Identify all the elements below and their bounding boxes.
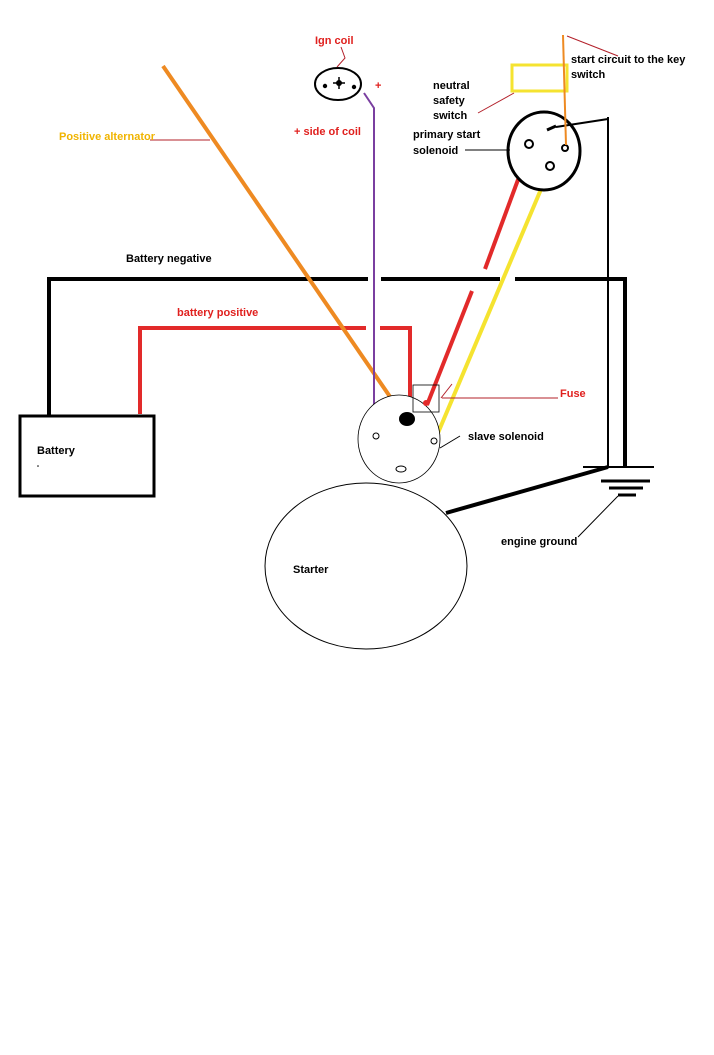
plus-side-of-coil-label: + side of coil (294, 126, 361, 138)
coil-terminal-left (322, 83, 328, 89)
engine-ground-wire (445, 117, 654, 515)
primary-terminal-left (524, 139, 534, 149)
primary-start-solenoid (506, 110, 582, 192)
coil-positive-wire (363, 92, 375, 436)
primary-to-slave-red-wire-lower (425, 290, 474, 406)
positive-alternator-wire (161, 64, 408, 422)
neutral-label-2: safety (433, 95, 466, 107)
neutral-switch-leader (477, 92, 515, 114)
fuse-dot (423, 400, 429, 406)
slave-solenoid-main-terminal (399, 412, 415, 426)
slave-solenoid (357, 394, 441, 484)
yellow-start-wire (433, 167, 552, 441)
battery-dot (37, 465, 39, 467)
start-circuit-wire (562, 34, 567, 146)
ground-symbol (601, 479, 650, 497)
start-circuit-label-2: switch (571, 69, 606, 81)
primary-terminal-right (561, 144, 569, 152)
fuse-box (412, 384, 440, 413)
engine-ground-label: engine ground (501, 536, 577, 548)
fuse-leader (440, 383, 558, 399)
primary-solenoid-label-1: primary start (413, 129, 481, 141)
start-circuit-leader (566, 35, 619, 57)
battery-positive-label: battery positive (177, 307, 258, 319)
battery-positive-wire (138, 326, 366, 414)
battery-negative-label: Battery negative (126, 253, 212, 265)
engine-ground-leader (577, 495, 619, 538)
starter (264, 482, 468, 650)
slave-terminal-bottom (395, 465, 407, 473)
slave-terminal-left (372, 432, 380, 440)
coil-terminal-right (351, 84, 357, 90)
coil-plus-label: + (375, 80, 381, 92)
neutral-label-1: neutral (433, 80, 470, 92)
positive-alternator-label: Positive alternator (59, 131, 156, 143)
slave-solenoid-label: slave solenoid (468, 431, 544, 443)
slave-terminal-right (430, 437, 438, 445)
battery-label: Battery (37, 445, 76, 457)
ign-coil-leader (336, 46, 346, 68)
battery-negative-wire (47, 277, 627, 467)
start-circuit-label-1: start circuit to the key (571, 54, 686, 66)
starter-label: Starter (293, 564, 329, 576)
battery-box (18, 414, 156, 498)
neutral-safety-switch (510, 63, 569, 93)
ign-coil-label: Ign coil (315, 35, 354, 47)
primary-terminal-bottom (545, 161, 555, 171)
neutral-label-3: switch (433, 110, 468, 122)
slave-solenoid-leader (439, 435, 461, 449)
primary-solenoid-label-2: solenoid (413, 145, 458, 157)
battery-positive-wire-to-slave (380, 326, 412, 408)
primary-terminal-top (546, 124, 557, 132)
fuse-label: Fuse (560, 388, 586, 400)
